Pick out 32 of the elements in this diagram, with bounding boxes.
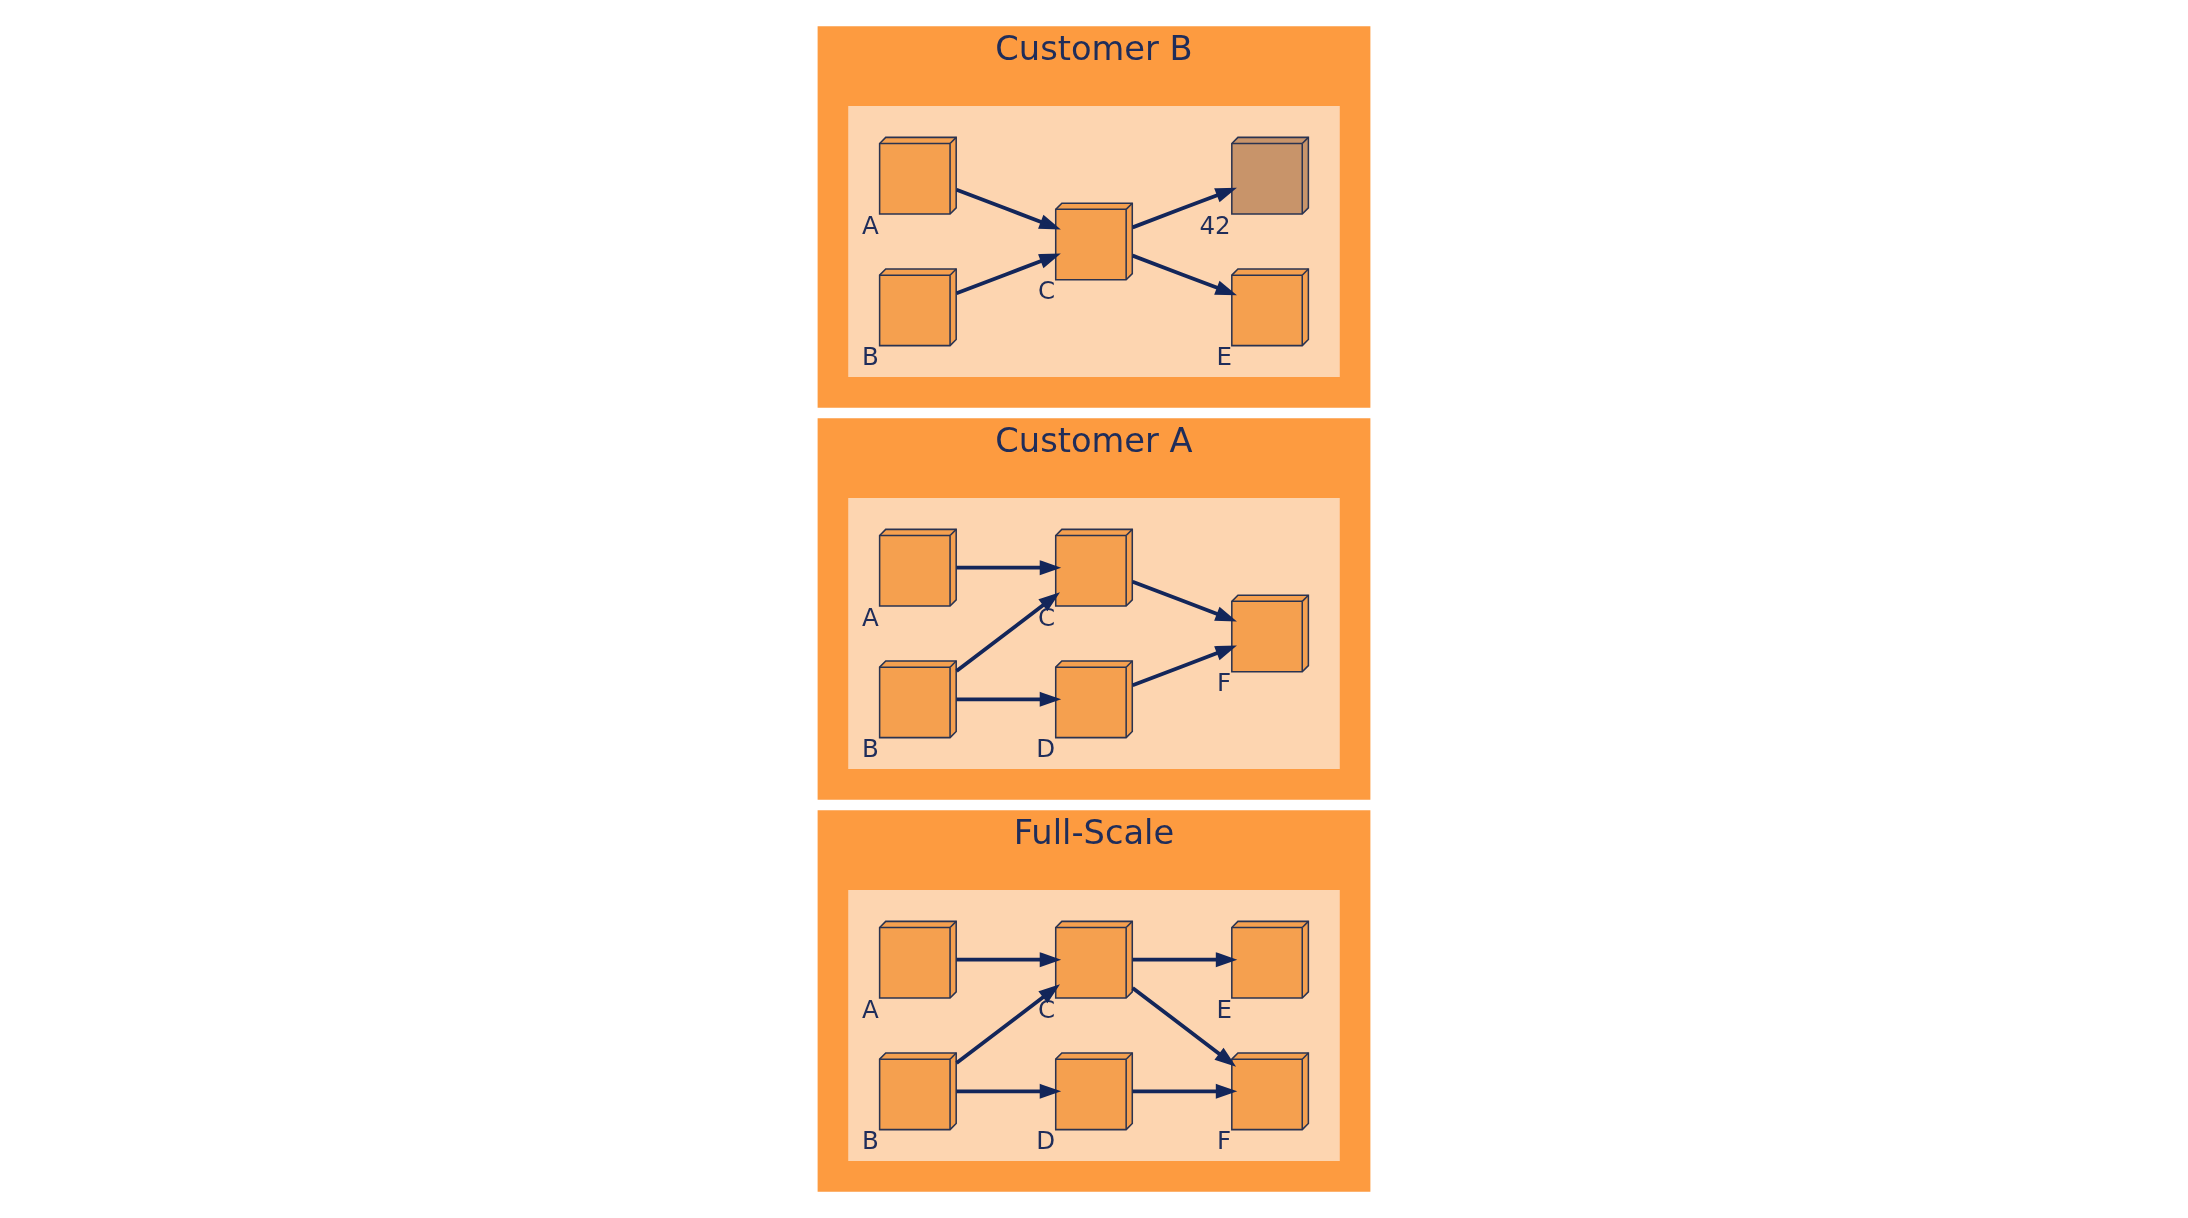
arrow (955, 188, 1061, 230)
arrow (955, 592, 1061, 673)
arrow (1131, 187, 1237, 230)
node-label: 42 (1199, 210, 1231, 240)
node-label: C (1037, 276, 1056, 306)
node-label: E (1216, 342, 1232, 372)
arrow (1132, 1083, 1238, 1099)
arrow (955, 253, 1061, 295)
arrow (1132, 952, 1238, 968)
arrow (1131, 645, 1237, 687)
node-label: E (1216, 994, 1232, 1024)
arrow (1131, 986, 1237, 1067)
node-label: A (862, 210, 879, 240)
arrow (956, 560, 1062, 576)
arrow (956, 952, 1062, 968)
cluster (848, 106, 1340, 377)
cluster (848, 498, 1340, 769)
arrow (1131, 253, 1237, 296)
arrow (955, 984, 1061, 1065)
node-label: B (862, 342, 879, 372)
arrow (956, 691, 1062, 707)
node-label: A (862, 602, 879, 632)
node-label: D (1036, 734, 1056, 764)
node-label: D (1036, 1126, 1056, 1156)
cluster (848, 890, 1340, 1161)
node-label: A (862, 994, 879, 1024)
arrow (956, 1083, 1062, 1099)
arrow (1131, 580, 1237, 622)
node-label: F (1217, 668, 1232, 698)
node-label: B (862, 734, 879, 764)
node-label: B (862, 1126, 879, 1156)
node-label: F (1217, 1126, 1232, 1156)
